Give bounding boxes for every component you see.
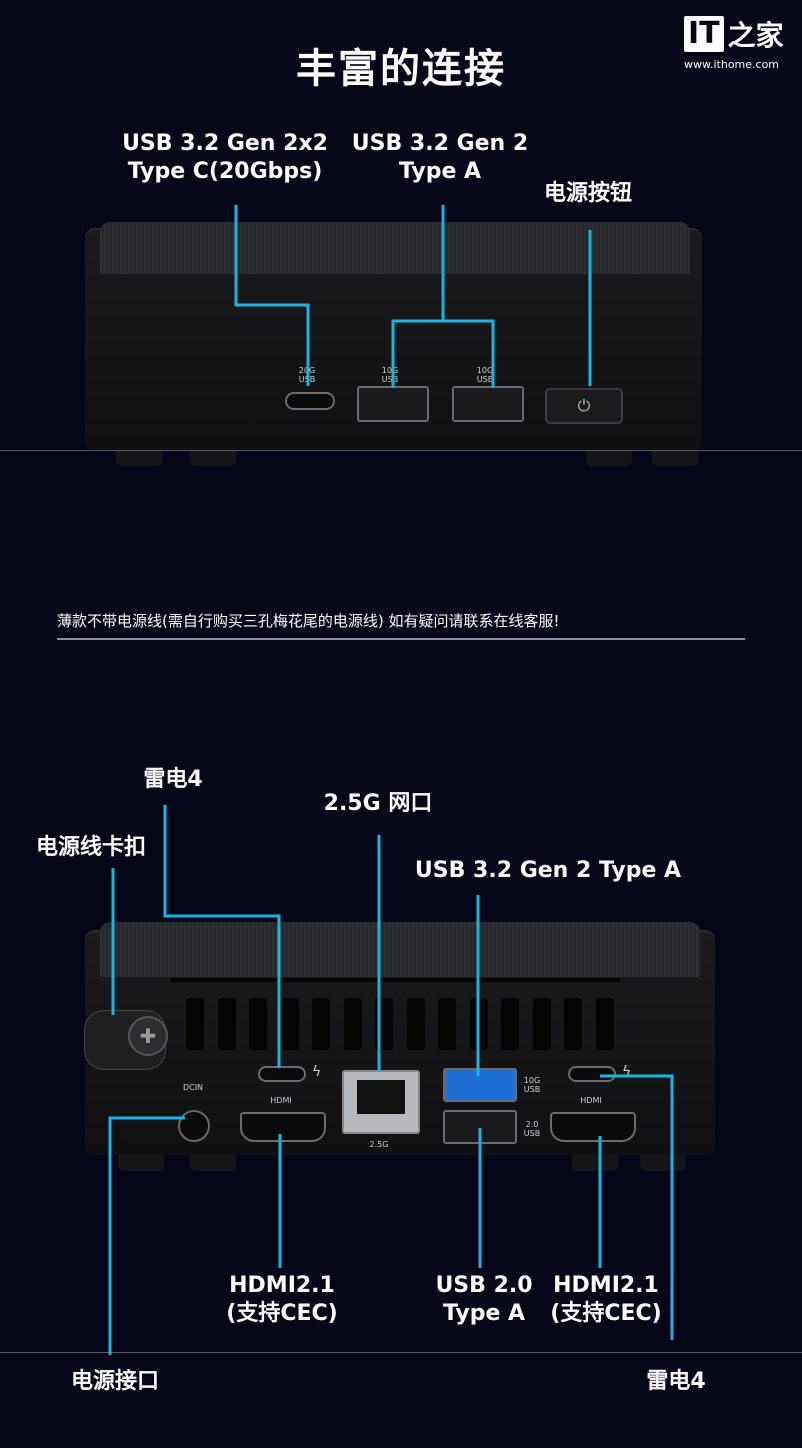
- label-line: Type A: [398, 159, 482, 184]
- label-thunderbolt-right: 雷电4: [646, 1369, 706, 1394]
- hdmi-mark: HDMI: [270, 1096, 292, 1105]
- label-hdmi-right: HDMI2.1 (支持CEC): [536, 1272, 676, 1328]
- notice-text: 薄款不带电源线(需自行购买三孔梅花尾的电源线) 如有疑问请联系在线客服!: [57, 612, 560, 630]
- notice-underline: [57, 638, 745, 640]
- usb32-port: [443, 1068, 517, 1102]
- mark: 10G: [476, 366, 494, 375]
- leader-usb-a-bracket: [391, 319, 495, 388]
- label-thunderbolt-left: 雷电4: [143, 767, 203, 792]
- mark: USB: [523, 1129, 541, 1138]
- dc-in-port: [178, 1110, 210, 1142]
- label-hdmi-left: HDMI2.1 (支持CEC): [212, 1272, 352, 1328]
- vent: [501, 998, 519, 1050]
- label-line: HDMI2.1: [229, 1273, 335, 1298]
- label-line: USB 3.2 Gen 2: [351, 131, 529, 156]
- divider: [0, 1352, 802, 1353]
- vent: [186, 998, 204, 1050]
- logo-mark: IT: [684, 16, 724, 52]
- thunderbolt-port-left: [258, 1066, 306, 1082]
- foot: [640, 1155, 686, 1171]
- mark: 10G: [523, 1076, 541, 1085]
- label-line: USB 2.0: [435, 1273, 533, 1298]
- label-usb32: USB 3.2 Gen 2 Type A: [414, 858, 682, 883]
- power-button: ⏻: [545, 388, 623, 424]
- mark: 10G: [381, 366, 399, 375]
- foot: [116, 450, 162, 466]
- label-lan: 2.5G 网口: [323, 791, 433, 816]
- vent: [406, 998, 425, 1050]
- foot: [572, 1155, 618, 1171]
- thunderbolt-icon: ϟ: [312, 1064, 322, 1080]
- thunderbolt-port-right: [568, 1066, 616, 1082]
- label-line: HDMI2.1: [553, 1273, 659, 1298]
- thunderbolt-icon: ϟ: [622, 1064, 632, 1080]
- rj45-socket: [357, 1080, 405, 1114]
- hdmi-port-right: [550, 1112, 636, 1142]
- logo-url: www.ithome.com: [684, 58, 780, 71]
- mark: USB: [381, 375, 399, 384]
- foot: [652, 450, 698, 466]
- hdmi-port-left: [240, 1112, 326, 1142]
- label-usb-c: USB 3.2 Gen 2x2 Type C(20Gbps): [120, 130, 330, 186]
- ethernet-port: [342, 1070, 420, 1134]
- label-power-clip: 电源线卡扣: [35, 835, 146, 860]
- vent: [343, 998, 362, 1050]
- vent: [217, 998, 236, 1050]
- lan-mark: 2.5G: [369, 1140, 389, 1149]
- foot: [586, 450, 632, 466]
- screw-icon: ✚: [128, 1016, 168, 1056]
- leader-dc-in: [108, 1116, 185, 1355]
- label-dc-in: 电源接口: [70, 1369, 159, 1394]
- label-line: Type A: [442, 1301, 526, 1326]
- vent: [280, 998, 299, 1050]
- usb-a-port: [452, 386, 524, 422]
- leader-thunderbolt-right: [600, 1074, 674, 1340]
- divider: [0, 450, 802, 451]
- label-line: Type C(20Gbps): [127, 159, 323, 184]
- usb-c-port: [285, 392, 335, 410]
- label-line: (支持CEC): [226, 1301, 338, 1326]
- mark: 2.0: [525, 1120, 539, 1129]
- mark: USB: [523, 1085, 541, 1094]
- vent: [532, 998, 551, 1050]
- label-power-button: 电源按钮: [543, 181, 632, 206]
- foot: [190, 1155, 236, 1171]
- label-usb-a: USB 3.2 Gen 2 Type A: [345, 130, 535, 186]
- foot: [190, 450, 236, 466]
- label-line: USB 3.2 Gen 2x2: [122, 131, 328, 156]
- label-line: (支持CEC): [550, 1301, 662, 1326]
- page-title: 丰富的连接: [296, 46, 506, 92]
- foot: [118, 1155, 164, 1171]
- mark: USB: [476, 375, 494, 384]
- vent-slot: [170, 978, 620, 982]
- leader-usb-c: [234, 205, 310, 386]
- dcin-mark: DCIN: [182, 1083, 204, 1092]
- vent: [564, 998, 582, 1050]
- usb-a-port: [357, 386, 429, 422]
- vent: [595, 998, 614, 1050]
- hdmi-mark: HDMI: [580, 1096, 602, 1105]
- leader-thunderbolt-left: [163, 805, 281, 1068]
- vent: [312, 998, 330, 1050]
- mini-pc-lid: [100, 922, 700, 977]
- power-icon: ⏻: [577, 396, 591, 415]
- logo-cn: 之家: [727, 19, 784, 52]
- vent: [249, 998, 267, 1050]
- mini-pc-lid: [100, 222, 690, 274]
- vent: [438, 998, 456, 1050]
